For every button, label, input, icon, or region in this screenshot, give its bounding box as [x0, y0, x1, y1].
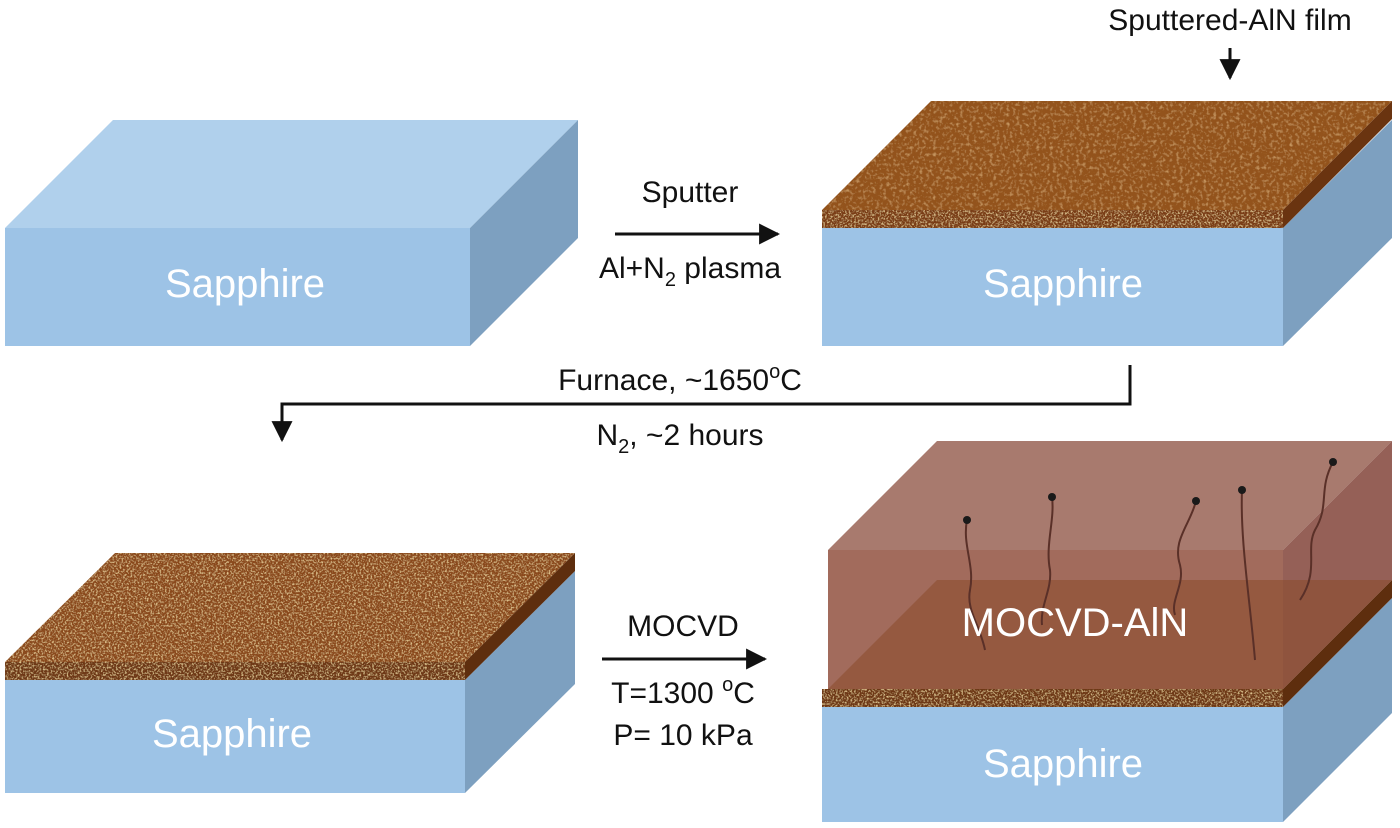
furnace-arrow	[271, 365, 1132, 443]
sapphire-front-face	[822, 707, 1283, 822]
aln-film-front	[822, 210, 1283, 228]
substrate-bare: Sapphire	[5, 120, 578, 346]
step-sputter: Sputter Al+N2 plasma	[599, 176, 781, 291]
furnace-condition-label: N2, ~2 hours	[596, 419, 763, 458]
furnace-temperature-label: Furnace, ~1650oC	[558, 361, 802, 397]
sapphire-side-face	[465, 571, 575, 793]
mocvd-stack: MOCVD-AlN Sapphire	[822, 441, 1392, 822]
sapphire-front-face	[5, 228, 470, 346]
sputtered-film-annotation: Sputtered-AlN film	[1108, 4, 1351, 37]
sapphire-label: Sapphire	[165, 262, 325, 306]
step-mocvd: MOCVD T=1300 oC P= 10 kPa	[602, 610, 768, 752]
substrate-with-annealed-film: Sapphire	[5, 553, 575, 793]
sapphire-front-face	[5, 680, 465, 793]
mocvd-label: MOCVD	[627, 610, 739, 643]
mocvd-layer-label: MOCVD-AlN	[962, 601, 1189, 645]
sapphire-label: Sapphire	[983, 262, 1143, 306]
annealed-film-front	[822, 689, 1283, 707]
sapphire-side-face	[1283, 120, 1392, 346]
mocvd-pressure-label: P= 10 kPa	[613, 719, 753, 752]
threading-dislocations	[964, 461, 1334, 661]
sputter-label: Sputter	[642, 176, 739, 209]
annealed-film-front	[5, 662, 465, 680]
annealed-film-side	[1283, 580, 1392, 707]
sapphire-side-face	[470, 120, 578, 346]
dislocation-dots	[963, 458, 1337, 524]
sapphire-side-face	[1283, 598, 1392, 822]
aln-film-top	[822, 101, 1392, 210]
sapphire-label: Sapphire	[152, 712, 312, 756]
sapphire-top-face	[5, 120, 578, 228]
sapphire-label: Sapphire	[983, 742, 1143, 786]
substrate-with-sputtered-film: Sapphire Sputtered-AlN film	[822, 4, 1392, 346]
annealed-film-top	[5, 553, 575, 662]
annealed-film-side	[465, 553, 575, 680]
buried-film-surface	[828, 580, 1392, 689]
sapphire-front-face	[822, 228, 1283, 346]
step-furnace: Furnace, ~1650oC N2, ~2 hours	[271, 361, 1132, 458]
mocvd-temperature-label: T=1300 oC	[611, 674, 755, 710]
aln-film-side	[1283, 101, 1392, 228]
sputter-condition-label: Al+N2 plasma	[599, 252, 781, 291]
